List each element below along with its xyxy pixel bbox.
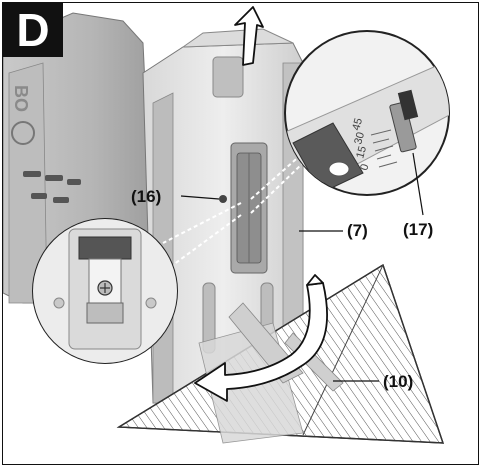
- scale-mark-45: 45: [350, 117, 365, 132]
- scale-mark-30: 30: [352, 131, 367, 146]
- step-letter-badge: D: [3, 3, 63, 57]
- detail-leader-lines: [162, 152, 304, 266]
- callout-17: (17): [403, 220, 433, 239]
- callout-leaders: [180, 152, 424, 382]
- jigsaw-illustration: BO: [3, 6, 450, 444]
- scale-mark-15: 15: [354, 145, 369, 160]
- housing-vents: [23, 171, 81, 203]
- scale-mark-0: 0: [358, 163, 371, 172]
- callout-7: (7): [347, 221, 368, 240]
- callout-16: (16): [131, 187, 161, 206]
- brand-text: BO: [11, 85, 31, 112]
- rotate-arrow-icon: [194, 274, 328, 402]
- brand-logo-icon: [11, 121, 35, 145]
- detail-circle-left: [32, 218, 178, 364]
- detail-circle-right: 45 30 15 0: [284, 30, 450, 196]
- screw-16-dot: [219, 195, 227, 203]
- up-arrow-icon: [234, 6, 264, 66]
- callout-10: (10): [383, 372, 413, 391]
